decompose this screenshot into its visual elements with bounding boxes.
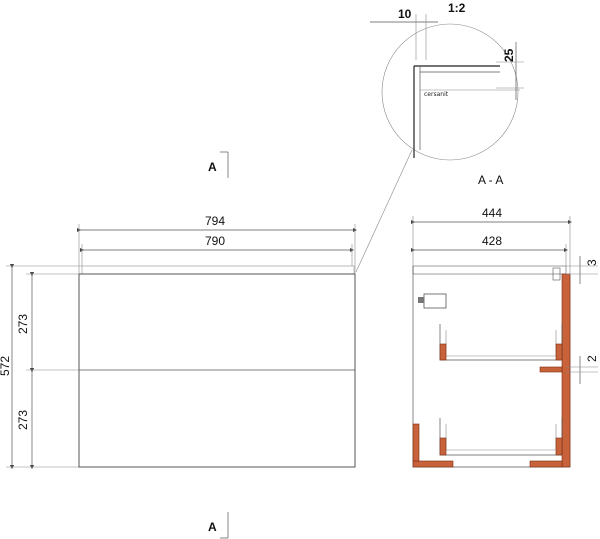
section-bottom-right — [529, 460, 563, 468]
section-bottom-left — [412, 460, 454, 468]
section-bracket — [552, 267, 561, 281]
section-top-board — [412, 265, 567, 275]
front-dim-273-bottom: 273 — [16, 410, 30, 430]
section-mark-bottom: A — [208, 512, 229, 539]
detail-dim-10: 10 — [398, 7, 412, 21]
section-view: A - A 444 428 — [410, 173, 599, 468]
section-dim-428: 428 — [482, 234, 502, 248]
section-dim-3: 3 — [585, 259, 599, 266]
section-hinge — [423, 293, 447, 309]
section-mid-rail — [539, 366, 563, 373]
cersanit-logo: cersanit — [424, 91, 449, 98]
section-mark-top: A — [208, 151, 229, 178]
section-mark-bottom-label: A — [208, 520, 217, 534]
front-top-board — [81, 265, 355, 275]
section-drawer-bottom — [439, 418, 563, 456]
detail-view: 10 1:2 25 cersanit — [355, 1, 524, 273]
front-view: 794 790 572 273 273 — [0, 214, 358, 470]
section-back-panel — [561, 273, 571, 468]
front-cabinet — [78, 273, 356, 468]
front-dim-794: 794 — [205, 214, 225, 228]
section-front-edge — [412, 423, 420, 462]
section-mark-top-label: A — [208, 160, 217, 174]
detail-scale: 1:2 — [448, 1, 466, 15]
section-outline — [412, 266, 571, 468]
section-hinge-knob — [418, 297, 424, 303]
section-dim-444: 444 — [482, 206, 502, 220]
section-drawer-top — [439, 324, 563, 361]
detail-circle — [381, 23, 519, 161]
front-dim-273-top: 273 — [16, 314, 30, 334]
section-dim-2: 2 — [585, 355, 599, 362]
section-title: A - A — [478, 173, 503, 187]
detail-leader — [355, 149, 413, 273]
front-dim-572: 572 — [0, 356, 12, 376]
detail-dim-25: 25 — [502, 48, 516, 62]
front-dim-790: 790 — [205, 234, 225, 248]
